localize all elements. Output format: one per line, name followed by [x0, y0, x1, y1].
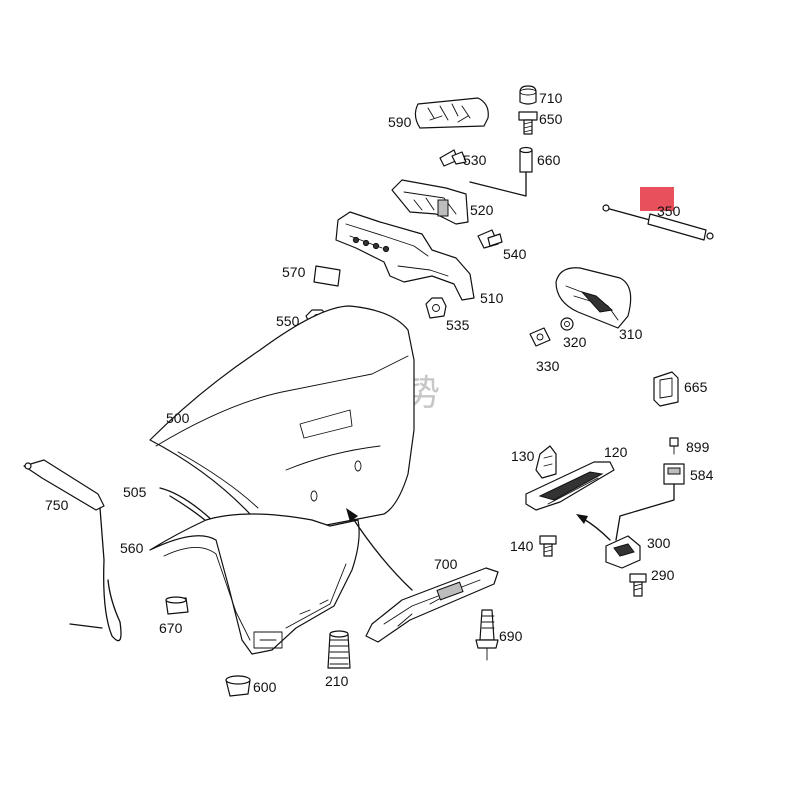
label-350: 350: [657, 203, 681, 219]
label-710: 710: [539, 90, 563, 106]
label-120: 120: [604, 444, 628, 460]
part-310-lock-housing: [555, 267, 632, 329]
label-130: 130: [511, 448, 535, 464]
part-210-spring: [327, 630, 351, 669]
part-899-connector-tip: [669, 437, 679, 455]
part-510-hinge-lower: [335, 211, 475, 301]
label-330: 330: [536, 358, 560, 374]
label-690: 690: [499, 628, 523, 644]
label-530: 530: [463, 152, 487, 168]
label-540: 540: [503, 246, 527, 262]
label-535: 535: [446, 317, 470, 333]
part-530-screw: [439, 149, 467, 167]
label-650: 650: [539, 111, 563, 127]
label-505: 505: [123, 484, 147, 500]
label-584: 584: [690, 467, 714, 483]
lid-arrow: [346, 508, 413, 591]
part-660-sleeve: [469, 146, 533, 197]
latch-arrow: [576, 514, 611, 541]
part-350-gas-strut: [602, 187, 714, 241]
part-700-handle-strip: [365, 567, 499, 643]
label-700: 700: [434, 556, 458, 572]
label-665: 665: [684, 379, 708, 395]
part-600-cap: [225, 675, 251, 697]
part-500-trunk-lid: [149, 305, 415, 533]
label-660: 660: [537, 152, 561, 168]
label-290: 290: [651, 567, 675, 583]
label-140: 140: [510, 538, 534, 554]
part-290-screw: [629, 573, 647, 597]
part-120-latch: [525, 461, 615, 511]
part-584-connector: [615, 463, 685, 541]
label-210: 210: [325, 673, 349, 689]
part-710-cap: [519, 85, 537, 105]
label-500: 500: [166, 410, 190, 426]
part-560-inner-panel: [149, 513, 360, 655]
label-320: 320: [563, 334, 587, 350]
part-750-cable: [23, 459, 122, 642]
part-570-pad: [313, 265, 341, 287]
part-670-bumper: [165, 596, 189, 615]
label-570: 570: [282, 264, 306, 280]
label-600: 600: [253, 679, 277, 695]
label-750: 750: [45, 497, 69, 513]
part-140-bolt: [539, 535, 557, 557]
part-350-highlight: [640, 187, 674, 211]
label-899: 899: [686, 439, 710, 455]
part-330-screw: [529, 327, 551, 347]
part-535-nut: [425, 297, 447, 319]
label-550: 550: [276, 313, 300, 329]
part-300-lock-cylinder: [605, 535, 641, 569]
part-590-gasket: [414, 97, 489, 129]
label-510: 510: [480, 290, 504, 306]
label-590: 590: [388, 114, 412, 130]
part-labels: 710 650 590 530 660 520 350 540 570 510 …: [45, 90, 714, 695]
part-520-hinge-upper: [391, 179, 469, 225]
label-520: 520: [470, 202, 494, 218]
part-130-clip: [535, 445, 557, 479]
part-320-washer: [560, 317, 574, 331]
label-670: 670: [159, 620, 183, 636]
label-310: 310: [619, 326, 643, 342]
label-300: 300: [647, 535, 671, 551]
part-650-bolt: [518, 111, 538, 135]
part-665-block: [653, 371, 679, 407]
part-540-bolt: [477, 229, 503, 249]
part-690-clip: [475, 609, 499, 661]
label-560: 560: [120, 540, 144, 556]
